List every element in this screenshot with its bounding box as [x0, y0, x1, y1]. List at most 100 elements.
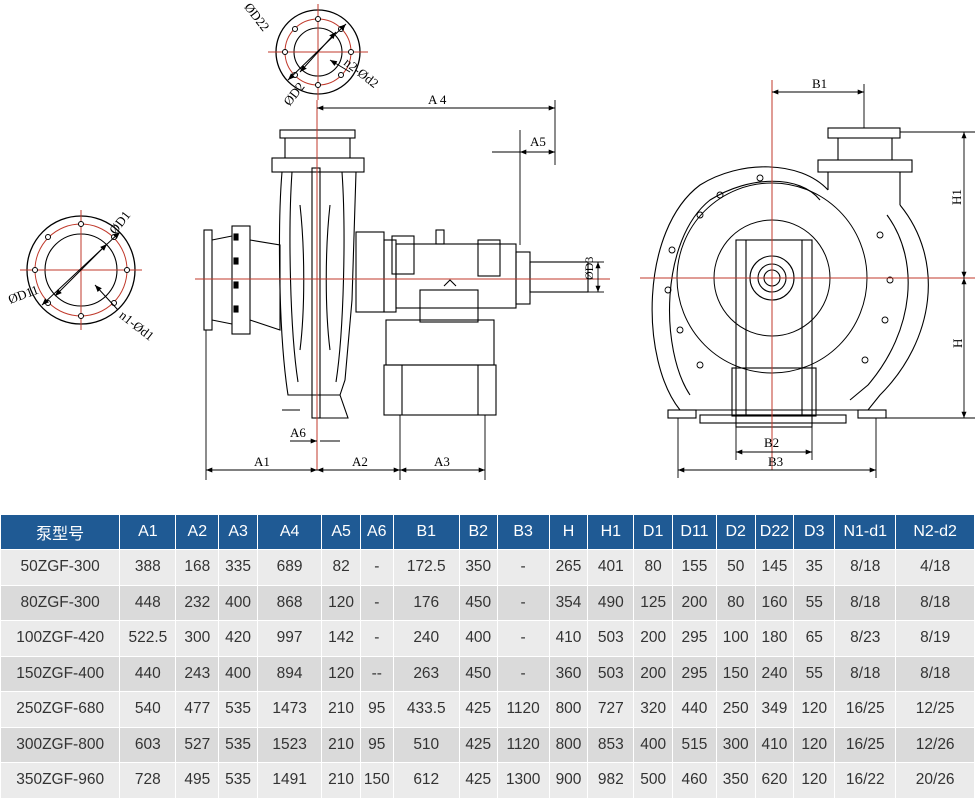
- table-cell: 400: [218, 584, 258, 621]
- table-cell: 535: [218, 726, 258, 763]
- table-cell: 95: [359, 691, 394, 728]
- table-cell: --: [359, 655, 394, 692]
- table-cell: 176: [392, 584, 460, 621]
- table-cell: 300: [175, 620, 220, 657]
- table-cell: 400: [633, 726, 674, 763]
- table-cell: 503: [587, 620, 635, 657]
- table-cell: 265: [548, 549, 589, 586]
- table-cell: 145: [754, 549, 795, 586]
- model-cell: 80ZGF-300: [0, 584, 121, 621]
- column-header: B1: [392, 514, 460, 550]
- table-cell: 8/18: [834, 584, 897, 621]
- table-cell: 503: [587, 655, 635, 692]
- table-cell: -: [496, 584, 550, 621]
- table-cell: 12/26: [895, 726, 975, 763]
- dim-a1: A1: [254, 454, 270, 469]
- table-cell: 410: [548, 620, 589, 657]
- label-d2: ØD2: [280, 79, 307, 108]
- column-header: D11: [672, 514, 717, 550]
- table-cell: 142: [321, 620, 361, 657]
- table-cell: 448: [119, 584, 177, 621]
- table-cell: 350: [458, 549, 498, 586]
- dim-a3: A3: [434, 454, 450, 469]
- table-cell: 4/18: [895, 549, 975, 586]
- top-flange-view: [268, 4, 368, 100]
- table-cell: 853: [587, 726, 635, 763]
- table-cell: 20/26: [895, 762, 975, 799]
- pump-dimension-drawing: ØD22 ØD2 n2-Ød2 ØD1 ØD11 n1-Ød1: [6, 0, 975, 480]
- table-cell: 210: [321, 726, 361, 763]
- column-header: D22: [754, 514, 795, 550]
- table-cell: 125: [633, 584, 674, 621]
- table-cell: 450: [458, 584, 498, 621]
- column-header: D1: [633, 514, 674, 550]
- dim-d3: ØD3: [582, 257, 596, 280]
- table-cell: 433.5: [392, 691, 460, 728]
- table-cell: 80: [633, 549, 674, 586]
- table-cell: 728: [119, 762, 177, 799]
- table-cell: 172.5: [392, 549, 460, 586]
- model-cell: 50ZGF-300: [0, 549, 121, 586]
- column-header: N2-d2: [895, 514, 975, 550]
- table-cell: 535: [218, 691, 258, 728]
- table-cell: 603: [119, 726, 177, 763]
- table-cell: 243: [175, 655, 220, 692]
- table-cell: 200: [633, 620, 674, 657]
- side-elevation-view: [195, 100, 610, 470]
- table-cell: 535: [218, 762, 258, 799]
- table-cell: 868: [256, 584, 323, 621]
- label-d22: ØD22: [241, 0, 272, 34]
- table-cell: 8/18: [834, 655, 897, 692]
- table-cell: 495: [175, 762, 220, 799]
- table-cell: 894: [256, 655, 323, 692]
- table-cell: 620: [754, 762, 795, 799]
- dim-a2: A2: [352, 454, 368, 469]
- dim-b2: B2: [764, 435, 779, 450]
- table-cell: 900: [548, 762, 589, 799]
- front-dimension-lines: [677, 84, 975, 478]
- table-cell: 522.5: [119, 620, 177, 657]
- table-cell: 527: [175, 726, 220, 763]
- table-cell: 410: [754, 726, 795, 763]
- table-cell: 997: [256, 620, 323, 657]
- table-cell: 425: [458, 762, 498, 799]
- table-cell: 515: [672, 726, 717, 763]
- table-cell: 55: [793, 584, 836, 621]
- table-cell: 800: [548, 691, 589, 728]
- table-cell: 100: [715, 620, 756, 657]
- column-header: 泵型号: [0, 514, 121, 550]
- table-cell: 16/22: [834, 762, 897, 799]
- table-cell: 425: [458, 726, 498, 763]
- table-cell: 295: [672, 620, 717, 657]
- model-cell: 100ZGF-420: [0, 620, 121, 657]
- table-cell: -: [496, 549, 550, 586]
- table-cell: 232: [175, 584, 220, 621]
- table-cell: 440: [672, 691, 717, 728]
- column-header: D3: [793, 514, 836, 550]
- table-cell: 320: [633, 691, 674, 728]
- table-cell: 460: [672, 762, 717, 799]
- table-cell: 349: [754, 691, 795, 728]
- table-cell: 689: [256, 549, 323, 586]
- table-cell: 150: [715, 655, 756, 692]
- dim-a4: A 4: [428, 92, 447, 107]
- table-cell: 420: [218, 620, 258, 657]
- label-d1: ØD1: [106, 208, 133, 237]
- table-cell: 295: [672, 655, 717, 692]
- left-flange-view: [20, 210, 142, 330]
- column-header: D2: [715, 514, 756, 550]
- dim-h: H: [950, 339, 965, 348]
- table-cell: 65: [793, 620, 836, 657]
- table-cell: 1473: [256, 691, 323, 728]
- label-d11: ØD11: [6, 282, 41, 307]
- table-cell: 160: [754, 584, 795, 621]
- table-cell: 490: [587, 584, 635, 621]
- column-header: A1: [119, 514, 177, 550]
- table-cell: 240: [392, 620, 460, 657]
- table-cell: 240: [754, 655, 795, 692]
